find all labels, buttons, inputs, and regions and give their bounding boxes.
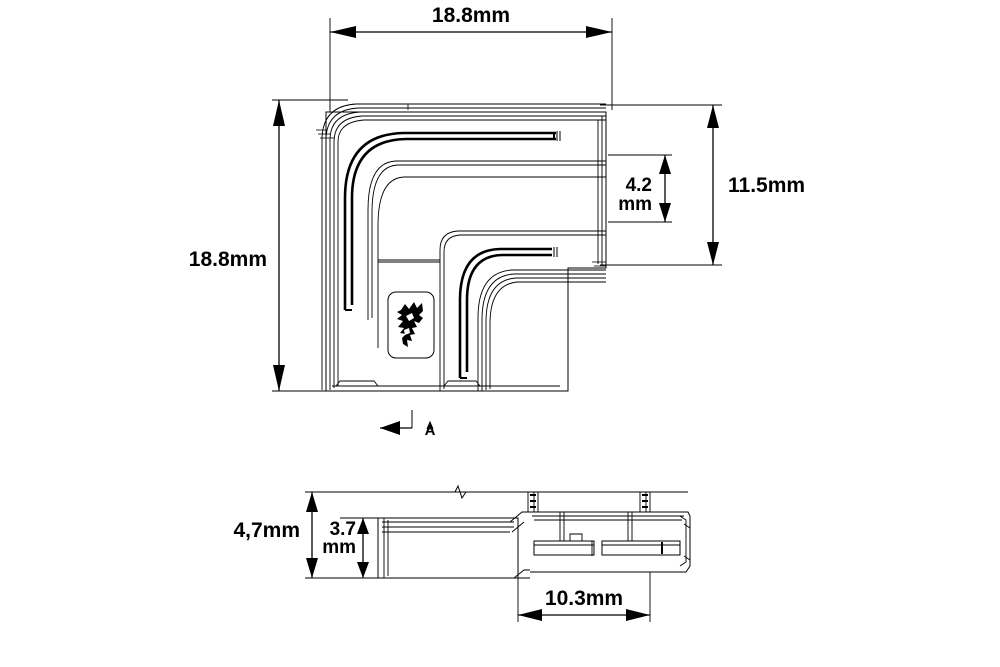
section-marker-label: A	[425, 422, 436, 439]
dimension-section-inner-height: 3.7 mm	[322, 518, 369, 578]
dimension-section-total-height: 4,7mm	[233, 492, 318, 578]
front-view-extension-lines	[272, 18, 722, 392]
brand-logo-badge	[387, 291, 435, 359]
dimension-section-width-label: 10.3mm	[545, 587, 623, 610]
dimension-width-top-label: 18.8mm	[432, 4, 510, 27]
dimension-section-total-height-label: 4,7mm	[233, 519, 300, 542]
dimension-section-width: 10.3mm	[518, 587, 650, 621]
dimension-height-left-label: 18.8mm	[189, 248, 267, 271]
dimension-arm-outer: 11.5mm	[707, 105, 805, 265]
dimension-arm-inner: 4.2 mm	[618, 155, 671, 222]
section-view-extension-lines	[305, 491, 651, 622]
front-view-part	[316, 103, 607, 392]
dimension-height-left: 18.8mm	[189, 100, 285, 391]
dimension-width-top: 18.8mm	[330, 4, 612, 38]
dimension-arm-outer-label: 11.5mm	[728, 174, 805, 197]
dimension-section-inner-height-unit: mm	[322, 537, 356, 558]
dimension-arm-inner-unit: mm	[618, 194, 652, 215]
dimension-section-inner-height-value: 3.7	[330, 519, 356, 540]
section-marker-a: A	[380, 410, 436, 439]
section-view-part	[377, 484, 691, 579]
dimension-arm-inner-value: 4.2	[626, 175, 652, 196]
